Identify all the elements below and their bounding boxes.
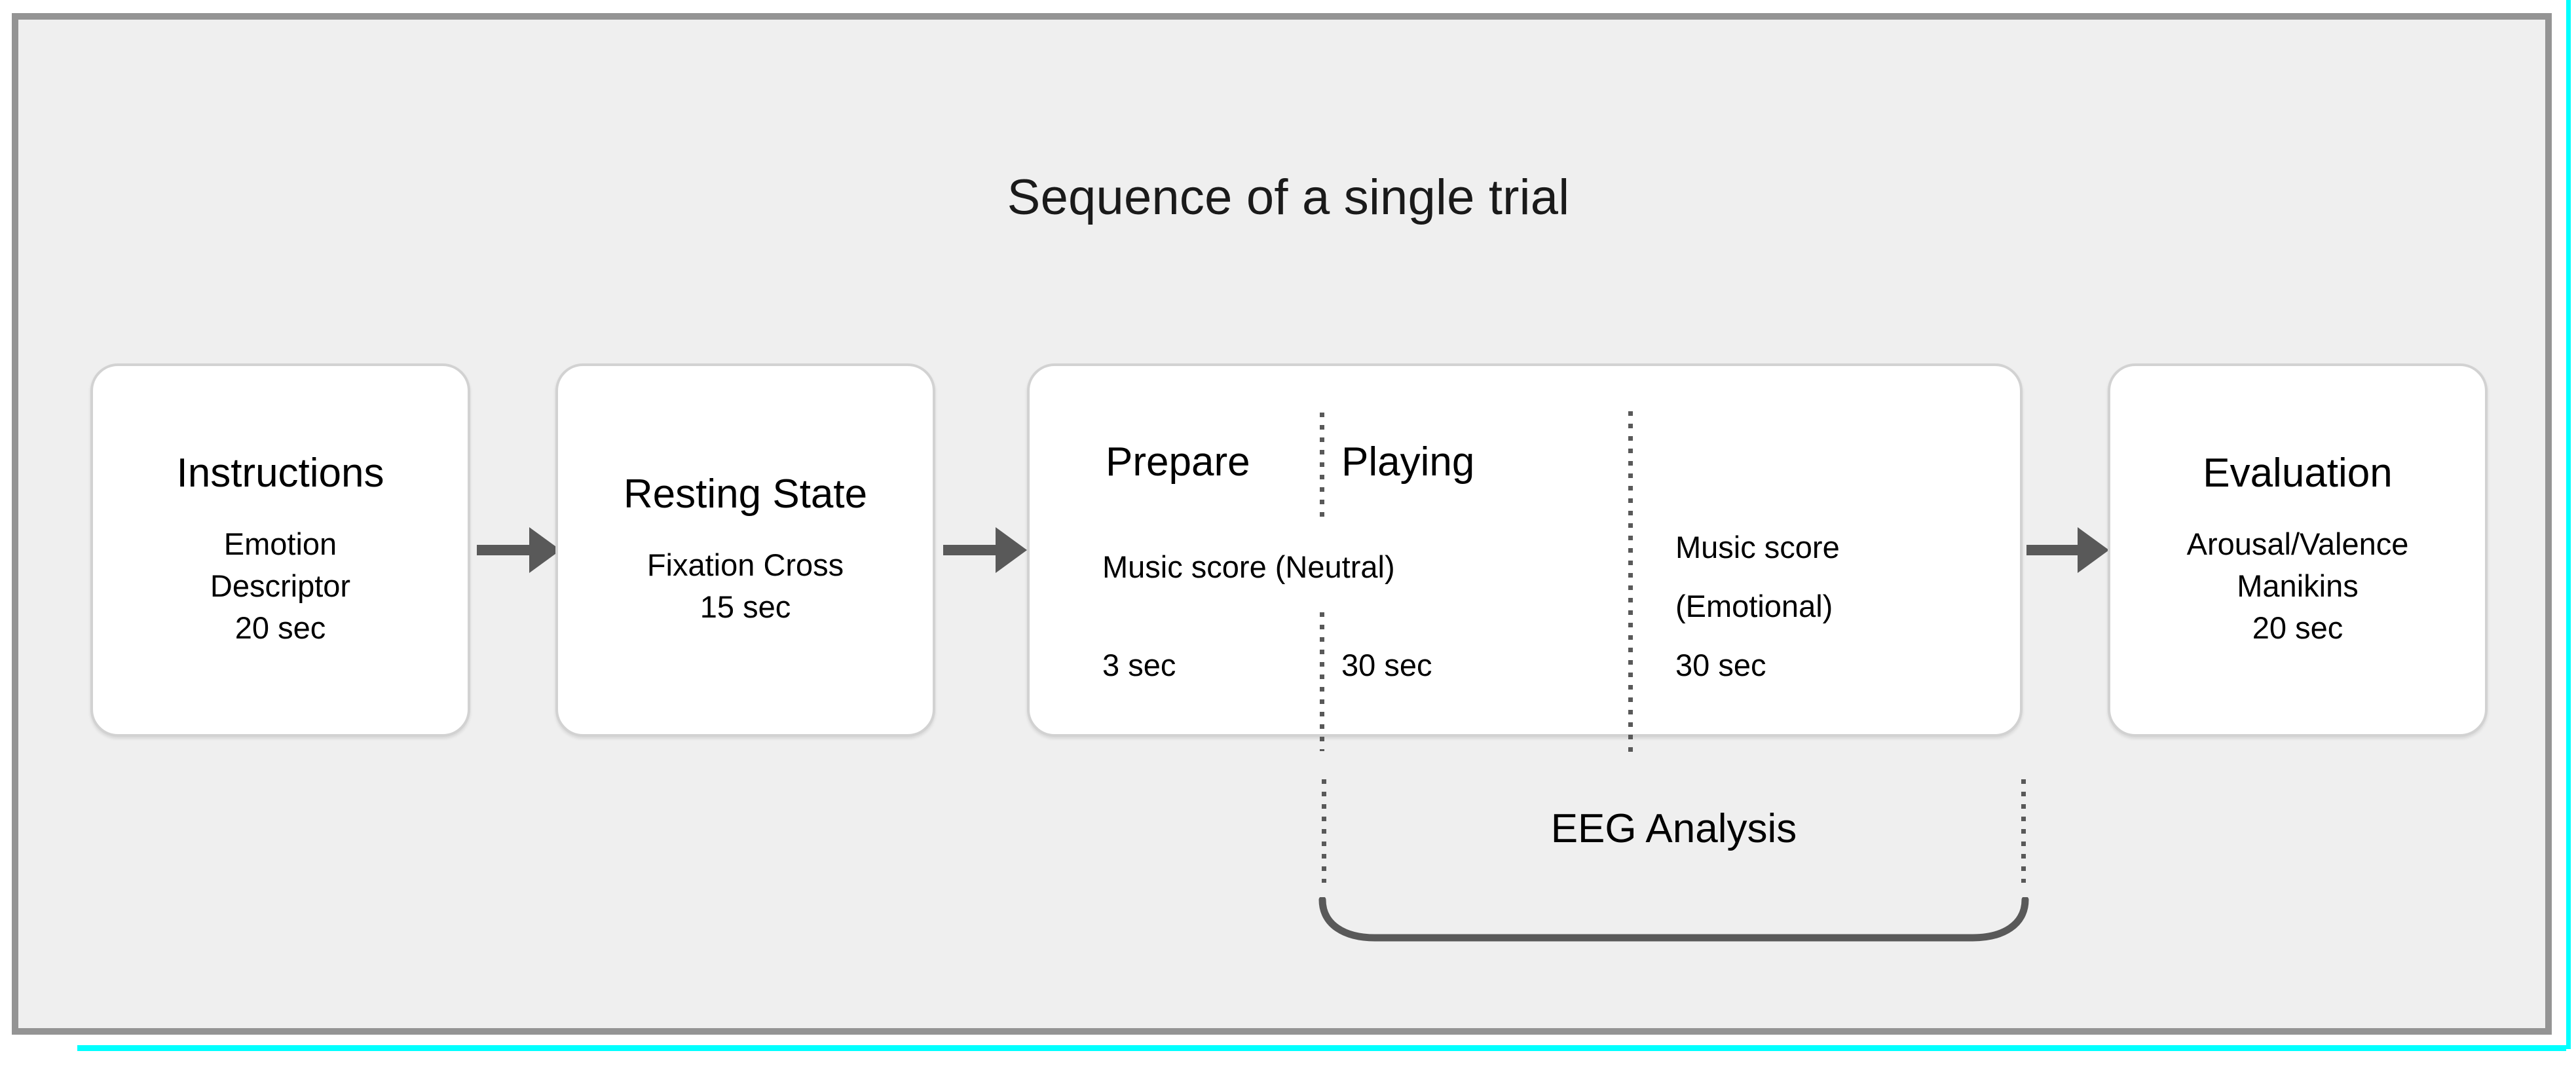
stage-box-content: Resting State Fixation Cross 15 sec bbox=[558, 366, 933, 734]
stage-box-trial[interactable] bbox=[1027, 363, 2023, 737]
stage-detail-line: Fixation Cross bbox=[646, 547, 844, 582]
arrow-head-icon bbox=[996, 527, 1027, 573]
stage-box-content: Instructions Emotion Descriptor 20 sec bbox=[93, 366, 468, 734]
segment-duration-prepare: 3 sec bbox=[1102, 648, 1176, 682]
segment-text-music-score-emotional-line1: Music score bbox=[1675, 530, 1840, 564]
stage-title: Resting State bbox=[623, 471, 868, 517]
stage-detail-line: Manikins bbox=[2237, 568, 2359, 603]
selection-guide-horizontal bbox=[77, 1045, 2566, 1051]
divider-dotted-neutral-emotional bbox=[1628, 411, 1633, 752]
segment-title-prepare: Prepare bbox=[1106, 439, 1250, 485]
stage-box-content: Evaluation Arousal/Valence Manikins 20 s… bbox=[2110, 366, 2485, 734]
analysis-label: EEG Analysis bbox=[1550, 806, 1797, 851]
analysis-span-dotted-right bbox=[2021, 779, 2026, 883]
segment-duration-playing-neutral: 30 sec bbox=[1341, 648, 1432, 682]
page-title: Sequence of a single trial bbox=[1007, 170, 1570, 225]
divider-dotted-prepare-playing-upper bbox=[1320, 413, 1324, 524]
arrow-shaft bbox=[943, 545, 996, 555]
stage-duration: 15 sec bbox=[700, 589, 791, 624]
stage-title: Instructions bbox=[176, 450, 384, 496]
flow-arrow-3 bbox=[2026, 521, 2109, 580]
segment-duration-playing-emotional: 30 sec bbox=[1675, 648, 1766, 682]
analysis-bracket-icon bbox=[1318, 897, 2029, 942]
selection-guide-vertical bbox=[2566, 0, 2571, 1049]
stage-detail-line: Emotion bbox=[223, 526, 337, 561]
diagram-panel: Sequence of a single trial Instructions … bbox=[12, 13, 2552, 1035]
segment-text-music-score-neutral: Music score (Neutral) bbox=[1102, 549, 1395, 584]
segment-text-music-score-emotional-line2: (Emotional) bbox=[1675, 589, 1833, 623]
stage-duration: 20 sec bbox=[234, 610, 326, 645]
stage-box-instructions[interactable]: Instructions Emotion Descriptor 20 sec bbox=[90, 363, 470, 737]
stage-duration: 20 sec bbox=[2252, 610, 2343, 645]
divider-dotted-prepare-playing-lower bbox=[1320, 612, 1324, 751]
stage-detail-line: Descriptor bbox=[210, 568, 351, 603]
arrow-head-icon bbox=[2078, 527, 2109, 573]
arrow-shaft bbox=[2026, 545, 2078, 555]
arrow-shaft bbox=[477, 545, 529, 555]
stage-box-evaluation[interactable]: Evaluation Arousal/Valence Manikins 20 s… bbox=[2108, 363, 2488, 737]
flow-arrow-1 bbox=[477, 521, 561, 580]
stage-box-resting-state[interactable]: Resting State Fixation Cross 15 sec bbox=[555, 363, 935, 737]
segment-title-playing: Playing bbox=[1341, 439, 1475, 485]
stage-detail-line: Arousal/Valence bbox=[2186, 526, 2409, 561]
flow-arrow-2 bbox=[943, 521, 1027, 580]
analysis-span-dotted-left bbox=[1322, 779, 1326, 883]
stage-title: Evaluation bbox=[2203, 450, 2393, 496]
